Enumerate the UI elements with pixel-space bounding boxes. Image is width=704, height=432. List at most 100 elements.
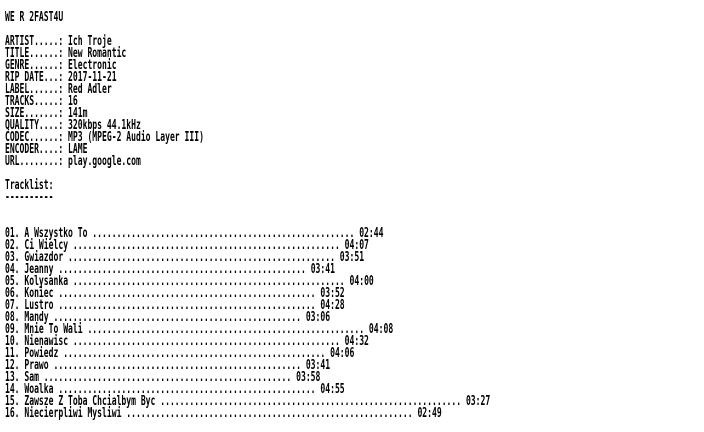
track-title: Ci Wielcy [24, 238, 69, 253]
track-dots: ........................................… [58, 346, 331, 361]
track-title: Powiedz [24, 346, 59, 361]
track-time: 03:27 [465, 394, 491, 409]
top-spacer [5, 0, 437, 12]
track-time: 02:44 [359, 226, 384, 241]
field-value: Ich Troje [68, 34, 112, 49]
track-title: Koniec [24, 286, 54, 301]
track-row: 11. Powiedz ............................… [5, 346, 437, 361]
track-time: 04:32 [344, 334, 369, 349]
field-label: RIP DATE...: [4, 70, 64, 85]
field-value: LAME [68, 142, 88, 157]
field-label: GENRE......: [4, 58, 64, 73]
track-number: 16. [4, 406, 20, 421]
track-title: Jeanny [24, 262, 54, 277]
track-dots: ........................................… [68, 238, 345, 253]
track-dots: ........................................… [63, 250, 340, 265]
track-number: 06. [4, 286, 20, 301]
track-row: 07. Lustro .............................… [4, 298, 437, 313]
track-title: Mandy [24, 310, 49, 325]
field-value: Electronic [68, 58, 117, 73]
field-label: LABEL......: [4, 82, 64, 97]
field-label: CODEC......: [4, 130, 64, 145]
field-label: TRACKS.....: [4, 94, 64, 109]
field-genre: GENRE......: Electronic [4, 58, 437, 73]
track-dots: ........................................… [87, 226, 360, 241]
field-tracks: TRACKS.....: 16 [4, 94, 437, 109]
track-number: 07. [4, 298, 20, 313]
track-title: Kolysanka [24, 274, 69, 289]
field-artist: ARTIST.....: Ich Troje [4, 34, 437, 49]
track-row: 04. Jeanny .............................… [4, 262, 437, 277]
track-number: 14. [4, 382, 20, 397]
track-time: 03:51 [339, 250, 365, 265]
track-row: 12. Prawo ..............................… [4, 358, 437, 373]
track-title: Zawsze Z Toba Chcialbym Byc [24, 394, 156, 409]
field-label: TITLE......: [4, 46, 64, 61]
field-label: URL........: [4, 154, 64, 169]
track-number: 01. [4, 226, 20, 241]
track-row: 08. Mandy ..............................… [4, 310, 437, 325]
spacer [5, 168, 437, 180]
track-row: 02. Ci Wielcy ..........................… [4, 238, 437, 253]
track-row: 13. Sam ................................… [4, 370, 437, 385]
track-dots: ........................................… [68, 274, 350, 289]
track-time: 03:41 [305, 358, 331, 373]
field-value: 2017-11-21 [68, 70, 117, 85]
field-label: ENCODER....: [4, 142, 64, 157]
field-value: 320kbps 44.1kHz [68, 118, 141, 133]
field-label: ARTIST.....: [4, 34, 64, 49]
field-label: SIZE.......: [4, 106, 64, 121]
track-row: 03. Gwiazdor ...........................… [5, 250, 437, 265]
track-time: 03:06 [305, 310, 331, 325]
track-row: 05. Kolysanka ..........................… [4, 274, 437, 289]
track-number: 05. [4, 274, 20, 289]
tracklist-heading: Tracklist: [4, 178, 54, 193]
track-row: 15. Zawsze Z Toba Chcialbym Byc ........… [5, 394, 490, 409]
track-title: Sam [24, 370, 39, 385]
track-time: 04:00 [349, 274, 374, 289]
track-dots: ........................................… [121, 406, 418, 421]
track-time: 03:41 [310, 262, 335, 277]
field-size: SIZE.......: 141m [4, 106, 437, 121]
track-dots: ........................................… [82, 322, 369, 337]
track-dots: ........................................… [48, 358, 306, 373]
track-time: 04:08 [368, 322, 394, 337]
track-dots: ........................................… [53, 382, 321, 397]
track-time: 03:52 [320, 286, 345, 301]
track-time: 04:28 [320, 298, 345, 313]
field-title: TITLE......: New Romantic [4, 46, 437, 61]
field-url: URL........: play.google.com [4, 154, 437, 169]
track-dots: ........................................… [68, 334, 345, 349]
field-value: Red Adler [68, 82, 112, 97]
track-row: 09. Mnie To Wali .......................… [4, 322, 437, 337]
track-number: 13. [4, 370, 20, 385]
field-codec: CODEC......: MP3 (MPEG-2 Audio Layer III… [4, 130, 437, 145]
track-row: 16. Niecierpliwi Mysliwi ...............… [4, 406, 442, 421]
field-quality: QUALITY....: 320kbps 44.1kHz [4, 118, 437, 133]
track-number: 09. [4, 322, 20, 337]
track-number: 12. [4, 358, 20, 373]
track-row: 10. Nienawisc ..........................… [5, 334, 437, 349]
track-title: Lustro [24, 298, 54, 313]
track-dots: ........................................… [53, 286, 321, 301]
track-number: 08. [4, 310, 20, 325]
track-dots: ........................................… [48, 310, 306, 325]
track-time: 04:55 [320, 382, 345, 397]
field-value: 141m [68, 106, 88, 121]
track-title: Gwiazdor [24, 250, 64, 265]
track-number: 04. [4, 262, 20, 277]
track-dots: ........................................… [53, 298, 321, 313]
tracklist-underline: ---------- [4, 190, 54, 205]
field-encoder: ENCODER....: LAME [4, 142, 437, 157]
field-value: New Romantic [68, 46, 127, 61]
field-label: QUALITY....: [4, 118, 64, 133]
spacer [5, 204, 437, 216]
track-title: Prawo [24, 358, 49, 373]
track-title: Mnie To Wali [24, 322, 83, 337]
track-dots: ........................................… [38, 370, 297, 385]
track-title: Nienawisc [24, 334, 69, 349]
track-number: 02. [4, 238, 20, 253]
field-value: MP3 (MPEG-2 Audio Layer III) [68, 130, 204, 145]
track-time: 04:06 [330, 346, 355, 361]
